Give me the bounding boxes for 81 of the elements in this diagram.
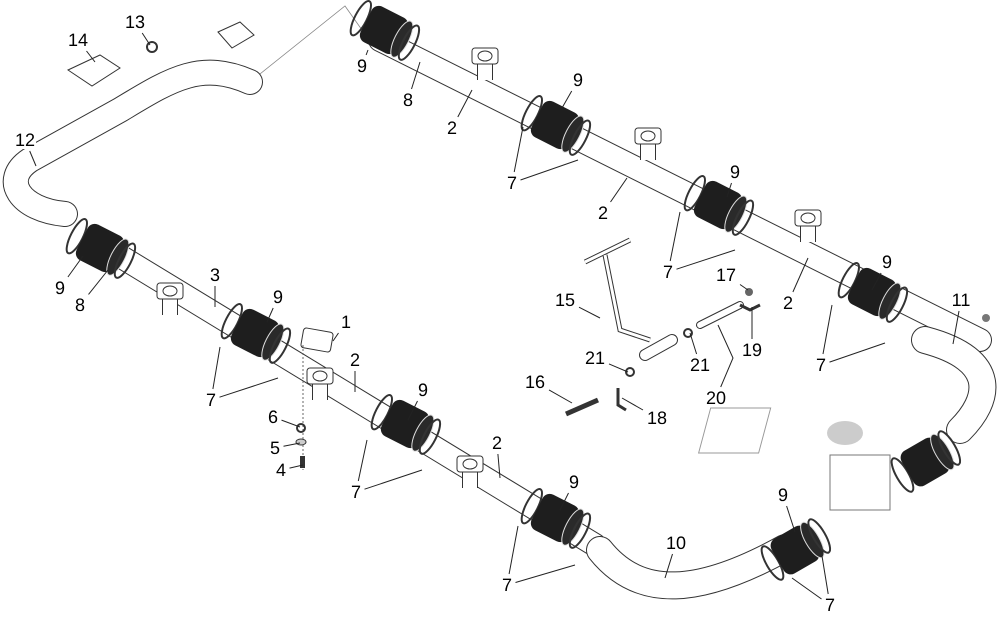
callout-number: 10 — [664, 534, 688, 552]
leader-line — [676, 250, 736, 270]
leader-line — [497, 454, 500, 478]
leader-line — [366, 50, 368, 56]
leader-line — [610, 178, 628, 202]
callout-number: 7 — [350, 483, 362, 501]
callout-number: 9 — [729, 163, 741, 181]
callout-number: 6 — [267, 408, 279, 426]
leader-line — [515, 564, 576, 583]
leader-line — [952, 310, 960, 344]
leader-line — [212, 346, 220, 390]
callout-number: 1 — [340, 313, 352, 331]
leader-line — [332, 332, 339, 342]
callout-number: 9 — [881, 253, 893, 271]
callout-number: 15 — [554, 291, 576, 309]
leader-line — [548, 389, 572, 404]
callout-number: 2 — [782, 294, 794, 312]
leader-line — [664, 554, 673, 578]
leader-line — [142, 32, 150, 46]
leader-line — [718, 324, 734, 388]
leader-line — [608, 363, 628, 372]
callout-number: 9 — [356, 57, 368, 75]
leader-line — [358, 440, 368, 482]
callout-number: 8 — [402, 91, 414, 109]
callout-number: 2 — [446, 119, 458, 137]
callout-number: 7 — [815, 356, 827, 374]
callout-number: 4 — [275, 461, 287, 479]
leader-line — [622, 398, 644, 410]
callout-number: 17 — [714, 266, 738, 284]
callout-number: 18 — [646, 409, 668, 427]
callout-number: 16 — [524, 373, 546, 391]
callout-number: 9 — [54, 279, 66, 297]
callout-number: 7 — [501, 576, 513, 594]
leader-line — [214, 286, 216, 308]
callout-number: 21 — [688, 356, 712, 374]
callout-number: 9 — [777, 486, 789, 504]
leader-line — [822, 556, 829, 594]
callout-number: 2 — [597, 204, 609, 222]
leader-line — [520, 160, 578, 180]
callout-number: 14 — [66, 31, 90, 49]
leader-line — [354, 370, 356, 392]
leader-line — [281, 420, 300, 428]
callout-number: 7 — [506, 174, 518, 192]
leader-line — [283, 442, 300, 447]
callout-number: 13 — [124, 13, 146, 31]
leader-line — [792, 578, 822, 600]
callout-number: 19 — [740, 341, 764, 359]
leader-line — [792, 258, 808, 292]
leader-line — [457, 90, 472, 118]
callout-number: 2 — [491, 434, 503, 452]
callout-number: 8 — [74, 296, 86, 314]
leader-line — [829, 342, 886, 363]
leader-line — [88, 270, 108, 295]
leader-line — [822, 304, 832, 354]
leader-line — [29, 150, 36, 166]
callout-number: 5 — [269, 439, 281, 457]
leader-line — [219, 378, 278, 398]
callout-number: 12 — [14, 131, 36, 149]
callout-number: 9 — [417, 381, 429, 399]
callout-number: 7 — [205, 391, 217, 409]
callout-number: 21 — [584, 349, 606, 367]
callout-number: 9 — [572, 71, 584, 89]
leader-line — [364, 470, 422, 490]
leader-line — [508, 526, 518, 574]
leader-line — [578, 306, 600, 318]
leader-line — [86, 50, 96, 62]
leader-line — [740, 284, 748, 290]
callout-number: 7 — [662, 263, 674, 281]
leader-line — [289, 464, 304, 469]
leader-line — [514, 126, 524, 172]
callout-number: 11 — [950, 291, 972, 309]
leader-line — [670, 212, 680, 262]
leader-line — [562, 90, 572, 108]
callout-number: 2 — [349, 351, 361, 369]
callout-number: 7 — [824, 596, 836, 614]
callout-number: 9 — [568, 473, 580, 491]
leader-line — [411, 62, 420, 90]
callout-number: 20 — [704, 389, 728, 407]
leader-line — [690, 332, 698, 354]
callout-number: 3 — [209, 266, 221, 284]
callout-number: 9 — [272, 288, 284, 306]
